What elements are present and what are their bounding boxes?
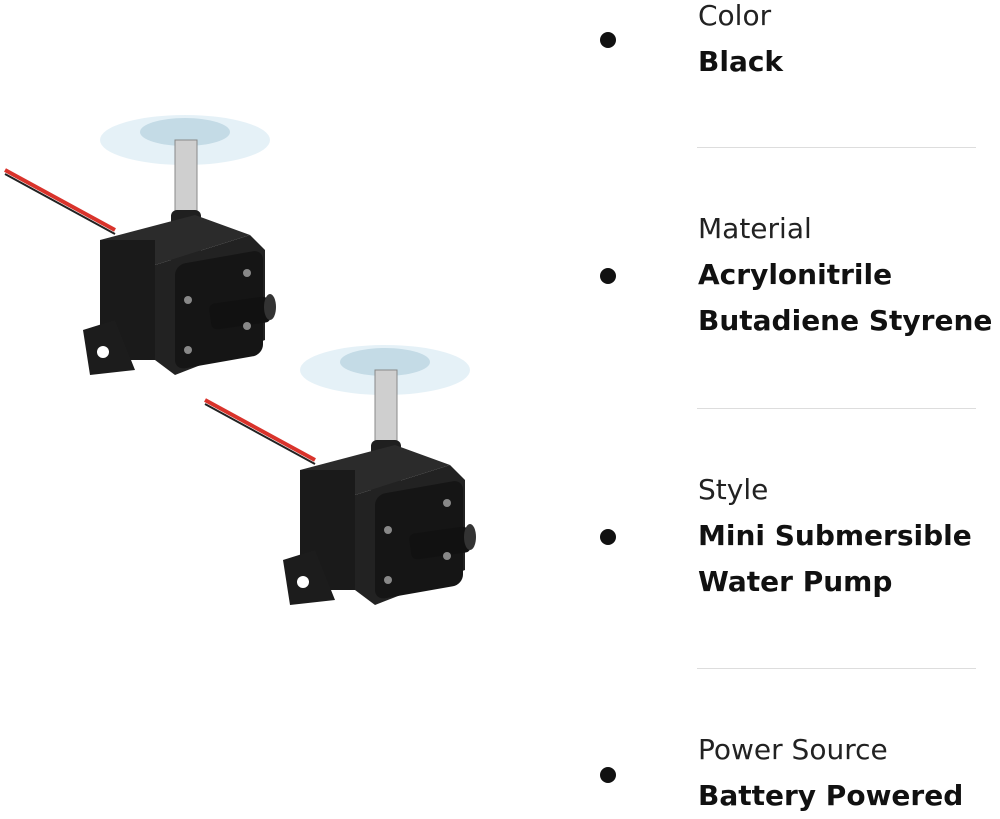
spec-value: Water Pump [698, 565, 893, 598]
divider [697, 147, 976, 148]
divider [697, 408, 976, 409]
spec-value: Acrylonitrile [698, 258, 893, 291]
bullet-icon [600, 767, 616, 783]
pump-image-2 [203, 343, 478, 607]
bullet-icon [600, 529, 616, 545]
divider [697, 668, 976, 669]
spec-value: Battery Powered [698, 779, 964, 812]
pump-image-1 [3, 113, 278, 377]
spec-label: Color [698, 0, 772, 32]
spec-power-source: Power Source Battery Powered [698, 727, 998, 819]
spec-material: Material Acrylonitrile Butadiene Styrene [698, 206, 998, 344]
spec-label: Power Source [698, 733, 888, 766]
product-image-two-pumps [3, 113, 478, 607]
bullet-icon [600, 268, 616, 284]
spec-label: Style [698, 473, 769, 506]
spec-color: Color Black [698, 0, 998, 85]
spec-label: Material [698, 212, 812, 245]
spec-style: Style Mini Submersible Water Pump [698, 467, 998, 605]
spec-value: Black [698, 45, 784, 78]
spec-value: Mini Submersible [698, 519, 972, 552]
spec-value: Butadiene Styrene [698, 304, 993, 337]
bullet-icon [600, 32, 616, 48]
